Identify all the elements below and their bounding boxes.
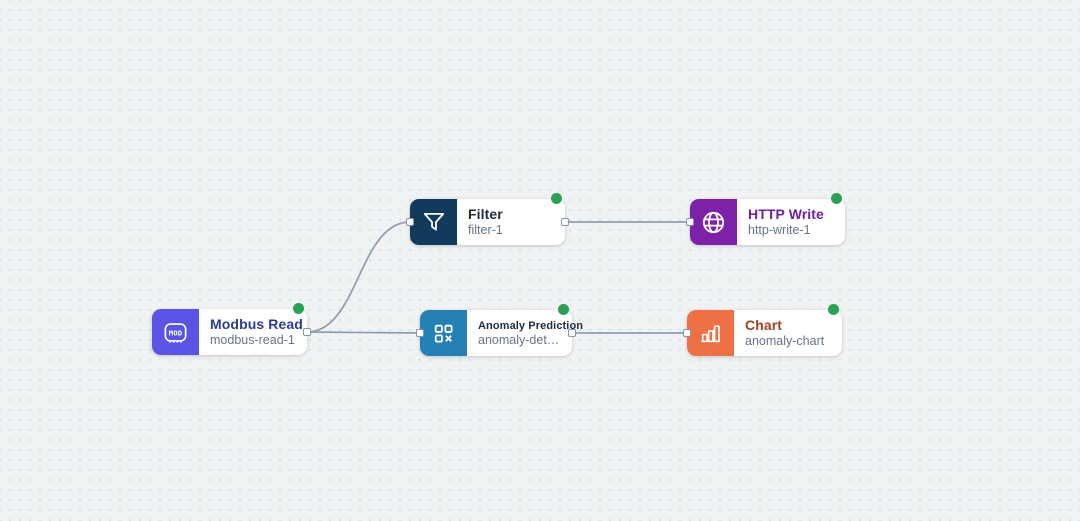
status-dot bbox=[558, 304, 569, 315]
flow-node-anomaly-chart[interactable]: Chart anomaly-chart bbox=[683, 304, 842, 356]
globe-icon bbox=[690, 199, 737, 245]
output-handle[interactable] bbox=[568, 329, 576, 337]
input-handle[interactable] bbox=[406, 218, 414, 226]
node-subtitle: filter-1 bbox=[468, 223, 503, 237]
node-title: Modbus Read bbox=[210, 316, 303, 332]
svg-text:MOD: MOD bbox=[169, 328, 183, 337]
flow-node-http-write-1[interactable]: HTTP Write http-write-1 bbox=[686, 193, 845, 245]
node-title: HTTP Write bbox=[748, 206, 824, 222]
node-title: Chart bbox=[745, 317, 783, 333]
node-subtitle: anomaly-chart bbox=[745, 334, 825, 348]
modbus-chip-icon: MOD bbox=[152, 309, 199, 355]
edge-modbus-read-1-to-anomaly-detect[interactable] bbox=[306, 331, 421, 334]
node-title: Anomaly Prediction bbox=[478, 319, 584, 332]
output-handle[interactable] bbox=[303, 328, 311, 336]
node-subtitle: http-write-1 bbox=[748, 223, 811, 237]
node-text: Chart anomaly-chart bbox=[734, 310, 842, 356]
input-handle[interactable] bbox=[686, 218, 694, 226]
node-text: Anomaly Prediction anomaly-detect… bbox=[467, 310, 584, 356]
funnel-icon bbox=[410, 199, 457, 245]
input-handle[interactable] bbox=[416, 329, 424, 337]
node-text: Filter filter-1 bbox=[457, 199, 565, 245]
flow-node-filter-1[interactable]: Filter filter-1 bbox=[406, 193, 569, 245]
input-handle[interactable] bbox=[683, 329, 691, 337]
status-dot bbox=[293, 303, 304, 314]
edge-modbus-read-1-to-filter-1[interactable] bbox=[306, 221, 411, 333]
node-subtitle: modbus-read-1 bbox=[210, 333, 295, 347]
bar-chart-icon bbox=[687, 310, 734, 356]
output-handle[interactable] bbox=[561, 218, 569, 226]
status-dot bbox=[551, 193, 562, 204]
anomaly-grid-icon bbox=[420, 310, 467, 356]
node-text: Modbus Read modbus-read-1 bbox=[199, 309, 307, 355]
flow-node-anomaly-detect[interactable]: Anomaly Prediction anomaly-detect… bbox=[416, 304, 584, 356]
node-subtitle: anomaly-detect… bbox=[478, 332, 564, 347]
flow-node-modbus-read-1[interactable]: MOD Modbus Read modbus-read-1 bbox=[152, 303, 311, 355]
status-dot bbox=[831, 193, 842, 204]
node-text: HTTP Write http-write-1 bbox=[737, 199, 845, 245]
status-dot bbox=[828, 304, 839, 315]
node-title: Filter bbox=[468, 206, 503, 222]
